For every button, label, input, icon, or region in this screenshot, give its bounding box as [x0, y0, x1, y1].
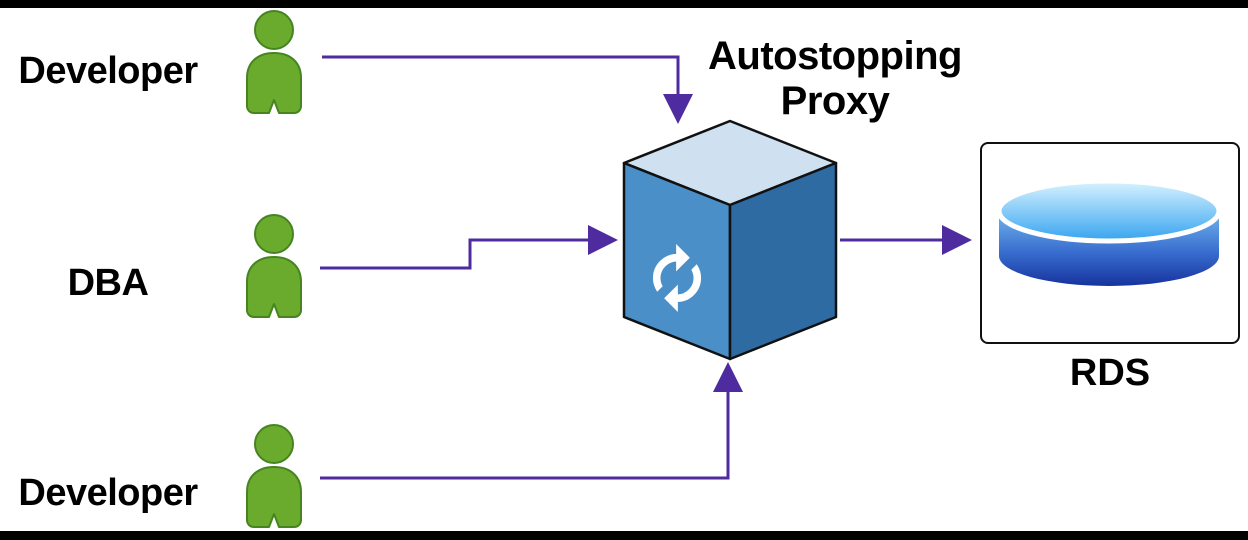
rds-node: [980, 142, 1240, 344]
rds-label: RDS: [1069, 352, 1151, 394]
person-icon: [246, 214, 302, 318]
person-icon: [246, 424, 302, 528]
arrow-dba-to-proxy: [320, 225, 618, 270]
cube-side-face: [728, 161, 838, 361]
top-border-bar: [0, 0, 1248, 8]
person-icon: [246, 10, 302, 114]
cylinder-top: [996, 178, 1222, 244]
actor-label-developer-top: Developer: [18, 50, 198, 92]
proxy-title-line1: Autostopping: [708, 34, 962, 78]
arrow-developer-top-to-proxy: [322, 55, 693, 124]
actor-label-dba: DBA: [67, 262, 149, 304]
database-cylinder-icon: [996, 178, 1222, 286]
actor-label-developer-bottom: Developer: [18, 472, 198, 514]
sync-icon: [652, 243, 702, 313]
proxy-cube-icon: [622, 119, 838, 361]
proxy-title-line2: Proxy: [780, 78, 890, 123]
cylinder-body: [999, 211, 1219, 286]
bottom-border-bar: [0, 531, 1248, 540]
proxy-title: Autostopping Proxy: [660, 34, 1010, 124]
arrow-developer-bottom-to-proxy: [320, 362, 743, 480]
autostopping-proxy-node: [622, 118, 838, 362]
